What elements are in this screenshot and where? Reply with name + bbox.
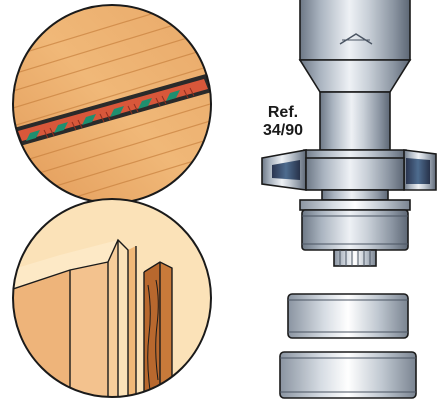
- bit-body: [319, 91, 391, 151]
- bit-screw: [333, 249, 377, 267]
- router-bit: [261, 0, 437, 399]
- bit-shank: [299, 0, 411, 61]
- reference-label-line1: Ref.: [267, 104, 299, 121]
- inlay-detail-circle: [12, 4, 212, 204]
- spare-bearing-small: [287, 293, 409, 339]
- spare-bearing-large: [279, 351, 417, 399]
- edge-detail-circle: [12, 198, 212, 398]
- reference-label-line2: 34/90: [262, 122, 304, 139]
- reference-label: Ref. 34/90: [248, 104, 318, 140]
